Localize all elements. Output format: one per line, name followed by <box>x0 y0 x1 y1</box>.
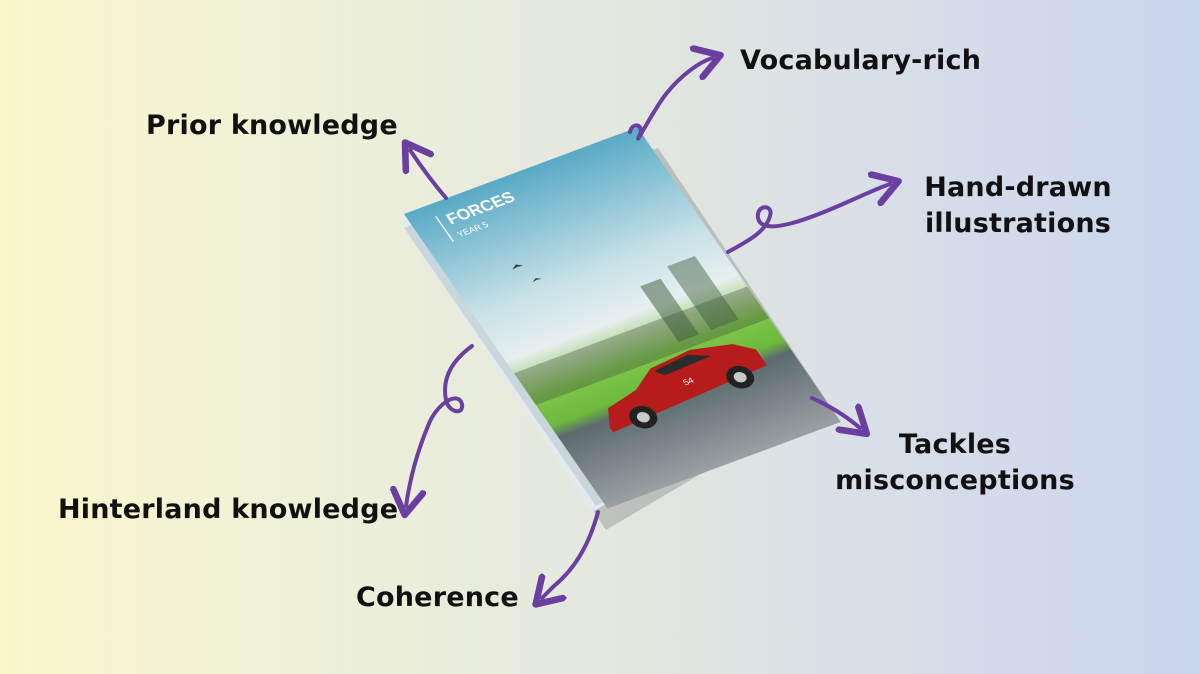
arrow-hinterland <box>406 344 474 506</box>
arrow-hand-drawn <box>726 184 890 254</box>
feature-hand-drawn-line2: illustrations <box>924 208 1112 239</box>
feature-tackles-line1: Tackles <box>898 429 1012 460</box>
feature-hand-drawn-illustrations: Hand-drawn illustrations <box>898 170 1138 242</box>
arrow-tackles <box>810 396 860 428</box>
booklet-cover: FORCES YEAR 5 54 <box>404 127 841 509</box>
feature-coherence: Coherence <box>356 582 519 613</box>
booklet: FORCES YEAR 5 54 <box>400 127 841 530</box>
arrow-prior-knowledge <box>410 150 448 200</box>
arrow-vocabulary <box>628 58 712 141</box>
arrow-coherence <box>542 510 600 598</box>
feature-hand-drawn-line1: Hand-drawn <box>924 172 1112 203</box>
car-number: 54 <box>681 376 696 388</box>
feature-tackles-misconceptions: Tackles misconceptions <box>820 427 1090 499</box>
feature-prior-knowledge: Prior knowledge <box>146 110 398 141</box>
bird-icon <box>532 278 542 283</box>
feature-vocabulary-rich: Vocabulary-rich <box>740 45 982 76</box>
bird-icon <box>512 264 524 270</box>
feature-tackles-line2: misconceptions <box>835 465 1075 496</box>
race-car: 54 <box>608 344 767 433</box>
feature-hinterland-knowledge: Hinterland knowledge <box>58 494 399 525</box>
